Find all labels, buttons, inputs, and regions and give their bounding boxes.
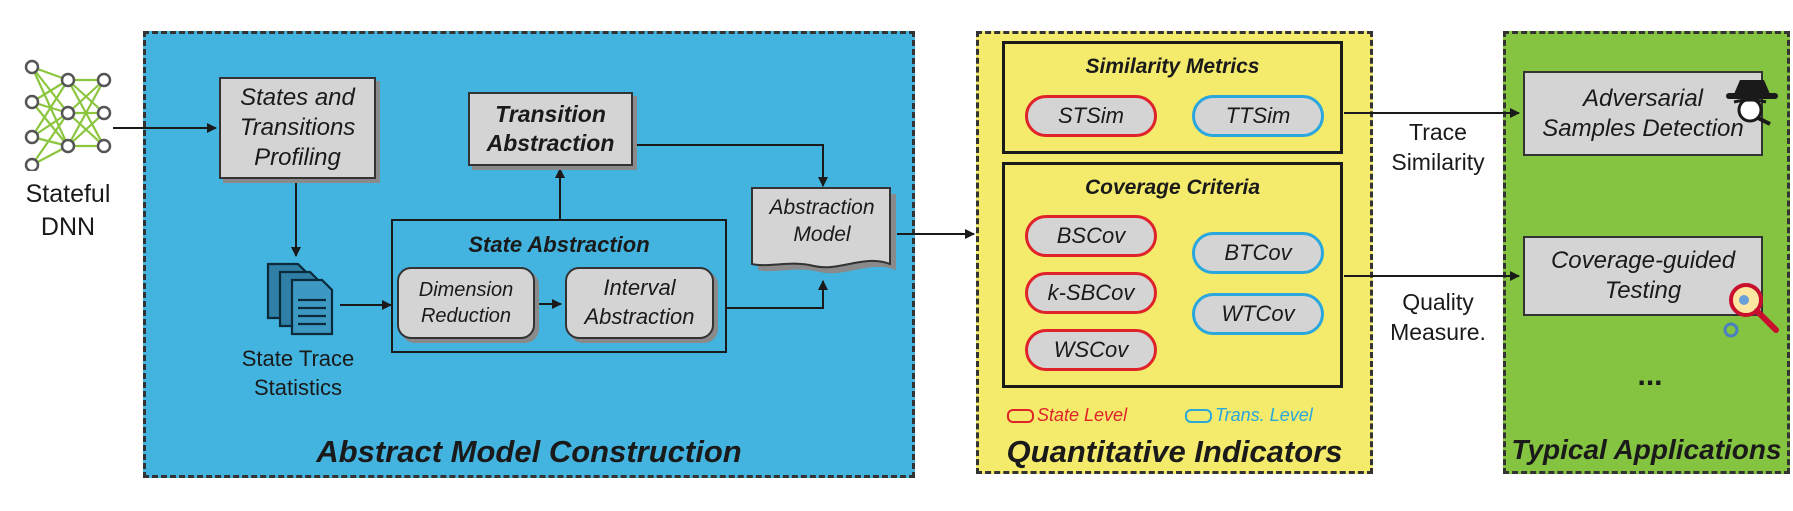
arrow-transition-to-model: [634, 144, 828, 187]
profiling-line2: Transitions: [239, 114, 356, 141]
wtcov-pill: WTCov: [1192, 293, 1324, 335]
trace-similarity-line2: Similarity: [1391, 148, 1485, 175]
abstraction-model-label: Abstraction Model: [752, 194, 892, 249]
quality-measure-line1: Quality: [1402, 289, 1474, 315]
coverage-criteria-section: Coverage Criteria: [1002, 162, 1343, 388]
indicators-title: Quantitative Indicators: [1006, 434, 1343, 469]
documents-icon: [266, 262, 334, 336]
coverage-testing-line2: Testing: [1604, 277, 1682, 304]
legend: State Level Trans. Level: [1007, 404, 1347, 430]
wscov-pill: WSCov: [1025, 329, 1157, 371]
statistics-line1: State Trace: [241, 346, 355, 371]
applications-title: Typical Applications: [1511, 434, 1782, 465]
abstraction-model-line1: Abstraction: [769, 196, 875, 219]
statistics-line2: Statistics: [253, 374, 343, 400]
dimension-reduction-line1: Dimension: [418, 279, 514, 301]
statistics-label: State Trace Statistics: [228, 345, 368, 402]
coverage-criteria-title: Coverage Criteria: [1084, 176, 1261, 199]
adversarial-line2: Samples Detection: [1542, 114, 1744, 142]
transition-abstraction-line1: Transition: [495, 101, 606, 128]
btcov-pill: BTCov: [1192, 232, 1324, 274]
neural-network-icon: [24, 59, 112, 171]
state-abstraction-title: State Abstraction: [468, 232, 650, 257]
adversarial-line1: Adversarial: [1582, 84, 1704, 112]
coverage-testing-line1: Coverage-guided: [1550, 247, 1736, 274]
legend-trans-label: Trans. Level: [1215, 405, 1313, 425]
stateful-dnn-label: Stateful DNN: [8, 178, 128, 243]
interval-abstraction-line2: Abstraction: [584, 304, 695, 329]
legend-trans-swatch: [1185, 409, 1212, 423]
magnifier-bug-icon: [1723, 283, 1779, 338]
quality-measure-label: Quality Measure.: [1373, 288, 1503, 348]
stsim-pill: STSim: [1025, 95, 1157, 137]
transition-abstraction-line2: Abstraction: [486, 130, 615, 156]
dimension-reduction-box: Dimension Reduction: [397, 267, 535, 339]
construction-title: Abstract Model Construction: [316, 434, 742, 469]
legend-state-swatch: [1007, 409, 1034, 423]
adversarial-detection-box: Adversarial Samples Detection: [1523, 71, 1763, 156]
similarity-metrics-title: Similarity Metrics: [1085, 55, 1260, 78]
interval-abstraction-box: Interval Abstraction: [565, 267, 714, 339]
trace-similarity-line1: Trace: [1409, 119, 1467, 145]
similarity-metrics-section: Similarity Metrics: [1002, 41, 1343, 154]
arrow-state-abstraction-to-model: [727, 280, 828, 309]
coverage-testing-box: Coverage-guided Testing: [1523, 236, 1763, 316]
abstraction-model-line2: Model: [793, 223, 851, 247]
trace-similarity-label: Trace Similarity: [1373, 118, 1503, 178]
transition-abstraction-box: Transition Abstraction: [468, 92, 633, 166]
legend-state-label: State Level: [1037, 405, 1128, 425]
abstraction-model-shape: [751, 187, 896, 274]
stateful-dnn-line1: Stateful: [25, 180, 111, 208]
interval-abstraction-line1: Interval: [603, 275, 676, 301]
profiling-line3: Profiling: [254, 144, 341, 171]
k-sbcov-pill: k-SBCov: [1025, 272, 1157, 314]
profiling-box: States and Transitions Profiling: [219, 77, 376, 179]
bscov-pill: BSCov: [1025, 215, 1157, 257]
spy-detective-icon: [1726, 80, 1778, 126]
state-abstraction-group: State Abstraction: [391, 219, 727, 353]
stateful-dnn-line2: DNN: [40, 212, 96, 241]
profiling-line1: States and: [240, 84, 355, 111]
ttsim-pill: TTSim: [1192, 95, 1324, 137]
dimension-reduction-line2: Reduction: [420, 305, 512, 327]
quality-measure-line2: Measure.: [1390, 318, 1486, 345]
more-applications-ellipsis: ...: [1637, 359, 1663, 392]
